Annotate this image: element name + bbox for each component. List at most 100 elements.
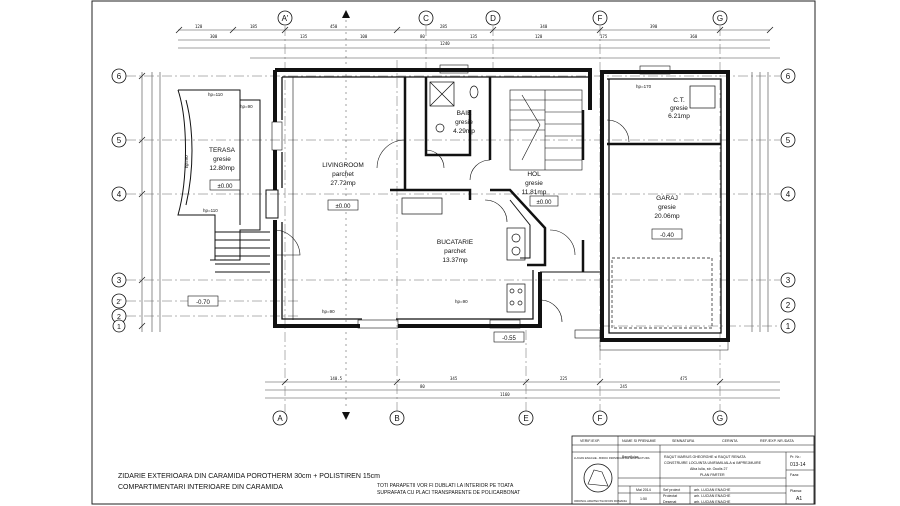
room-name-hol: HOL: [527, 171, 541, 178]
svg-text:345: 345: [450, 376, 458, 381]
section-markers: [342, 10, 350, 420]
axis-bubbles-bottom: A B E F G: [272, 410, 728, 426]
tb-project-title: CONSTRUIRE LOCUINTA UNIFAMILIALA si IMPR…: [664, 461, 762, 465]
svg-text:135: 135: [470, 34, 478, 39]
kitchen-fixtures: [401, 197, 526, 313]
room-finish-garaj: gresie: [658, 204, 676, 211]
tb-role: Desenat: [663, 500, 676, 504]
axis-label-top: C: [423, 14, 429, 23]
tb-head-cerinta: CERINTA: [722, 439, 738, 443]
svg-text:390: 390: [650, 24, 658, 29]
svg-text:80: 80: [420, 384, 425, 389]
axis-label-bottom: F: [598, 414, 603, 423]
svg-text:285: 285: [440, 24, 448, 29]
staircase: [509, 89, 583, 171]
general-notes: ZIDARIE EXTERIOARA DIN CARAMIDA POROTHER…: [118, 473, 380, 491]
svg-text:1160: 1160: [500, 392, 510, 397]
level-terasa: ±0.00: [218, 184, 234, 190]
tb-head-nume: NUME SI PRENUME: [622, 439, 657, 443]
room-area-baie: 4.29mp: [453, 128, 475, 135]
axis-label-right: 4: [786, 190, 791, 199]
room-area-ct: 6.21mp: [668, 113, 690, 120]
axis-label-left: 3: [117, 276, 122, 285]
note-walls-1: ZIDARIE EXTERIOARA DIN CARAMIDA POROTHER…: [118, 473, 380, 480]
axis-label-top: A': [282, 14, 289, 23]
sheet-border: [91, 0, 816, 505]
axis-label-left: 6: [117, 72, 122, 81]
svg-text:140.5: 140.5: [330, 376, 343, 381]
svg-text:80: 80: [420, 34, 425, 39]
axis-label-left: 2: [117, 314, 121, 321]
axis-label-right: 2: [786, 301, 791, 310]
sill-height: hp=170: [636, 84, 652, 89]
tb-person: arh. LUCIAN ENACHE: [694, 488, 731, 492]
tb-head-semnatura: SEMNATURA: [672, 439, 695, 443]
sill-height: hp=90: [184, 155, 189, 168]
tb-role: Proiectat: [663, 494, 677, 498]
tb-plansa: A1: [796, 496, 802, 502]
tb-project-no: 013-14: [790, 462, 806, 468]
axis-label-left: 5: [117, 136, 122, 145]
axis-label-bottom: E: [523, 414, 528, 423]
room-labels: TERASA gresie 12.80mp LIVINGROOM parchet…: [209, 97, 690, 264]
axis-label-right: 1: [786, 322, 791, 331]
tb-plansa-label: Plansa:: [790, 489, 802, 493]
room-finish-living: parchet: [332, 171, 354, 178]
svg-text:120: 120: [195, 24, 203, 29]
axis-label-right: 3: [786, 276, 791, 285]
room-name-bucatarie: BUCATARIE: [437, 239, 474, 246]
dimension-lines-bottom: [265, 381, 780, 399]
svg-text:245: 245: [620, 384, 628, 389]
axis-label-bottom: G: [717, 414, 723, 423]
room-area-bucatarie: 13.37mp: [442, 257, 468, 264]
room-finish-terasa: gresie: [213, 156, 231, 163]
room-name-garaj: GARAJ: [656, 195, 678, 202]
level-terrace-outer: -0.70: [196, 300, 210, 306]
svg-text:300: 300: [210, 34, 218, 39]
room-finish-baie: gresie: [455, 119, 473, 126]
axis-label-left: 4: [117, 190, 122, 199]
tb-person: arh. LUCIAN ENACHE: [694, 500, 731, 504]
tb-scale: 1:50: [640, 497, 647, 501]
axis-label-top: D: [490, 14, 496, 23]
dimension-lines-top: [178, 29, 780, 59]
grid-axes: [126, 26, 780, 412]
axis-label-bottom: B: [394, 414, 399, 423]
tb-beneficiar: RAQUT MARIUS GHEORGHE si RAQUT RENATA: [664, 455, 746, 459]
room-name-terasa: TERASA: [209, 147, 236, 154]
axis-label-left: 2': [116, 299, 121, 306]
tb-sheet-title: PLAN PARTER: [700, 473, 725, 477]
room-area-living: 27.72mp: [330, 180, 356, 187]
level-hol: ±0.00: [537, 200, 553, 206]
firm-logo-icon: [583, 463, 613, 493]
sill-height: hp=110: [203, 208, 218, 213]
wall-inner-lines: [281, 76, 722, 334]
svg-text:135: 135: [300, 34, 308, 39]
tb-project-no-label: Pr. Nr.:: [790, 455, 801, 459]
sill-height: hp=110: [208, 92, 223, 97]
tb-firm-1: LUCIAN ENACHE - BIROU INDIVIDUAL DE ARHI…: [574, 456, 650, 460]
svg-text:475: 475: [680, 376, 688, 381]
svg-text:225: 225: [560, 376, 568, 381]
svg-text:100: 100: [360, 34, 368, 39]
room-name-baie: BAIE: [457, 110, 472, 117]
note-parapets-1: TOTI PARAPETII VOR FI DUBLATI LA INTERIO…: [377, 483, 514, 489]
axis-label-top: F: [598, 14, 603, 23]
tb-head-verif: VERIF./EXP.: [580, 439, 600, 443]
level-living: ±0.00: [336, 204, 352, 210]
sill-height: hp=90: [322, 309, 335, 314]
level-garaj: -0.40: [660, 233, 674, 239]
dimension-ticks: [138, 26, 774, 386]
svg-text:450: 450: [330, 24, 338, 29]
tb-beneficiar-label: Beneficiar:: [622, 455, 639, 459]
axis-label-right: 5: [786, 136, 791, 145]
tb-firm-2: ORDINUL ARHITECTILOR DIN ROMANIA: [574, 499, 627, 503]
room-area-terasa: 12.80mp: [209, 165, 235, 172]
tb-date: Mai 2014: [636, 488, 651, 492]
room-finish-ct: gresie: [670, 105, 688, 112]
svg-text:120: 120: [535, 34, 543, 39]
tb-role: Sef proiect: [663, 488, 680, 492]
windows: [271, 64, 671, 339]
axis-label-bottom: A: [277, 414, 283, 423]
